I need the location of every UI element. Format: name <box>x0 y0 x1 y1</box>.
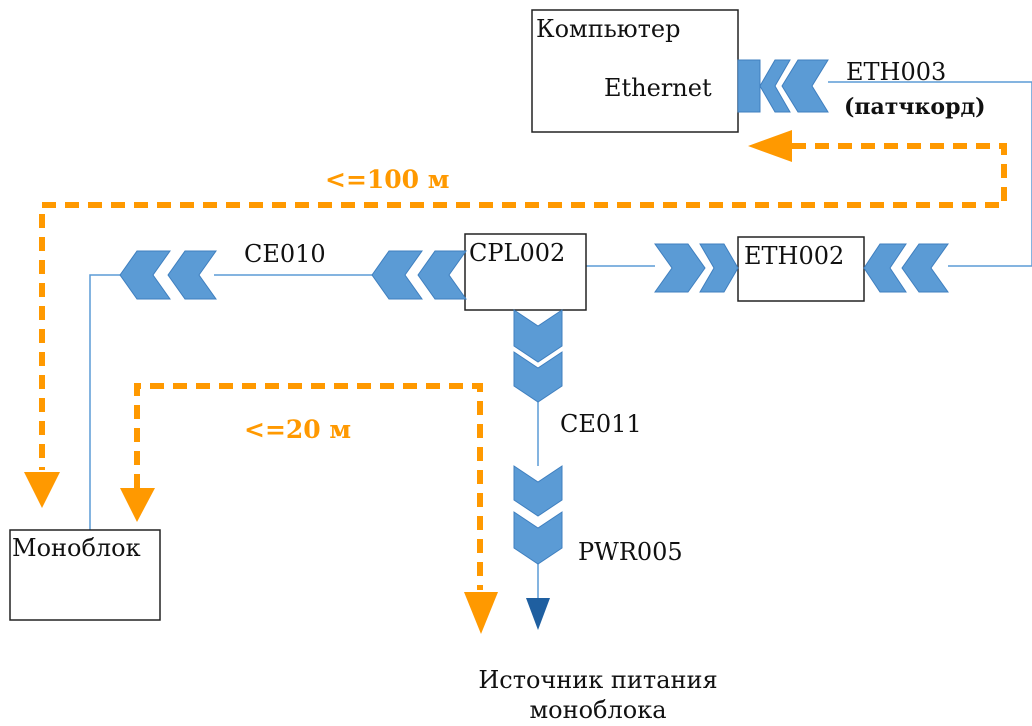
connector-plug <box>167 250 217 300</box>
wire-ce010-drop <box>89 274 124 530</box>
connector-plug <box>699 243 739 293</box>
ce010-label: CE010 <box>244 240 326 268</box>
distance-long-indicator: <=100 м <box>24 130 1007 508</box>
monoblock-label: Моноблок <box>12 534 141 562</box>
computer-title: Компьютер <box>536 15 681 43</box>
eth002-box: ETH002 <box>737 236 865 302</box>
computer-port-label: Ethernet <box>604 74 712 102</box>
cpl002-box: CPL002 <box>464 233 587 311</box>
connector-plug <box>901 243 949 293</box>
power-down-arrow <box>526 598 550 630</box>
computer-box: Компьютер Ethernet <box>531 9 739 133</box>
wires <box>89 81 1032 600</box>
connectors <box>119 59 949 565</box>
pwr005-label: PWR005 <box>578 538 683 566</box>
power-source-line1: Источник питания <box>478 666 717 694</box>
ce011-label: CE011 <box>560 410 642 438</box>
distance-long-arrow-top <box>748 130 792 162</box>
connector-plug <box>513 351 563 403</box>
eth003-note: (патчкорд) <box>844 94 986 120</box>
connector-plug <box>513 511 563 565</box>
ethernet-port <box>737 59 761 113</box>
eth002-label: ETH002 <box>744 242 844 270</box>
distance-short-arrow-right <box>464 592 498 634</box>
distance-long-arrow-bottom <box>24 472 60 508</box>
connector-plug <box>119 250 171 300</box>
connector-plug <box>759 59 791 113</box>
monoblock-box: Моноблок <box>9 529 161 621</box>
distance-long-label: <=100 м <box>325 165 450 194</box>
connector-plug <box>513 465 563 517</box>
distance-short-label: <=20 м <box>244 415 351 444</box>
connector-plug <box>513 309 563 363</box>
connector-plug <box>654 243 706 293</box>
eth003-label: ETH003 <box>846 58 946 86</box>
connector-plug <box>371 250 423 300</box>
connector-plug <box>417 250 467 300</box>
distance-short-indicator: <=20 м <box>120 383 498 634</box>
connector-plug <box>863 243 907 293</box>
connector-plug <box>781 59 829 113</box>
power-source-line2: моноблока <box>529 696 666 724</box>
cpl002-label: CPL002 <box>469 239 565 267</box>
distance-short-arrow-left <box>120 488 155 522</box>
